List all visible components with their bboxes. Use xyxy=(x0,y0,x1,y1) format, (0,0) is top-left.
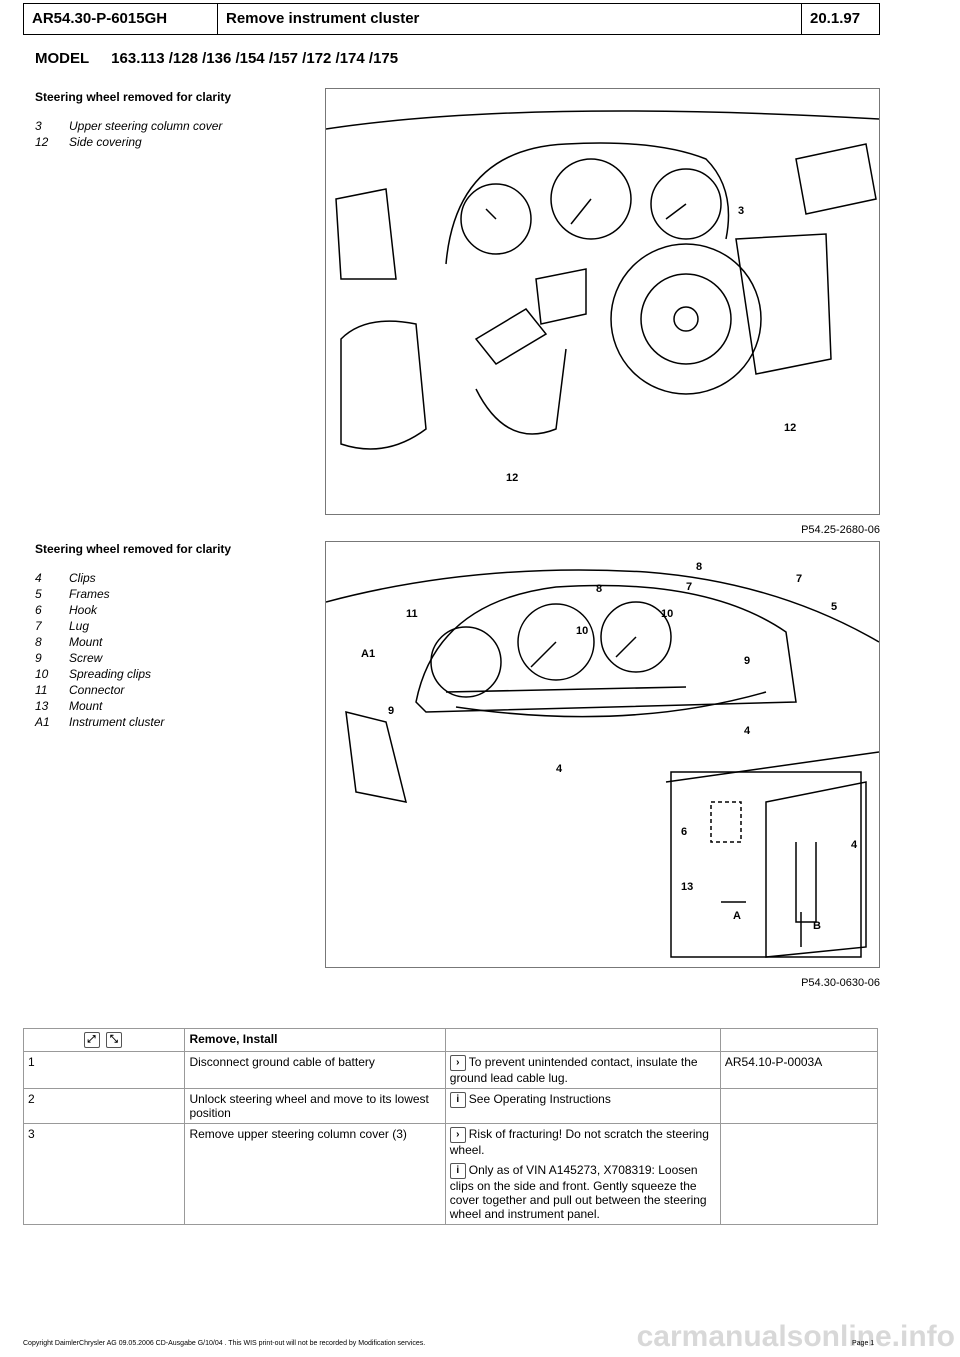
info-icon: i xyxy=(449,1092,466,1108)
callout-8: 8 xyxy=(596,583,602,595)
page-number: Page 1 xyxy=(852,1340,875,1347)
callout-5: 5 xyxy=(831,601,837,613)
expand-icon[interactable]: ⤢ xyxy=(83,1032,100,1048)
step-action: Remove upper steering column cover (3) xyxy=(184,1123,446,1225)
step-note: To prevent unintended contact, insulate … xyxy=(449,1055,698,1085)
figure1-illustration: 3 12 12 xyxy=(325,88,880,515)
doc-id: AR54.30-P-6015GH xyxy=(24,4,218,34)
step-number: 1 xyxy=(22,1051,186,1089)
callout-13: 13 xyxy=(681,881,693,893)
info-icon: i xyxy=(449,1163,466,1179)
procedure-table: ⤢ ⤡ Remove, Install 1 Disconnect ground … xyxy=(22,1028,879,1225)
table-row: 2 Unlock steering wheel and move to its … xyxy=(22,1088,879,1124)
callout-12: 12 xyxy=(506,472,518,484)
model-value: 163.113 /128 /136 /154 /157 /172 /174 /1… xyxy=(111,50,399,67)
callout-4: 4 xyxy=(851,839,858,851)
callout-9: 9 xyxy=(388,705,394,717)
callout-9: 9 xyxy=(744,655,750,667)
callout-12: 12 xyxy=(784,422,796,434)
step-note: See Operating Instructions xyxy=(468,1092,611,1107)
model-line: MODEL 163.113 /128 /136 /154 /157 /172 /1… xyxy=(35,50,398,67)
callout-4: 4 xyxy=(744,725,751,737)
step-number: 2 xyxy=(22,1088,186,1124)
step-note: Risk of fracturing! Do not scratch the s… xyxy=(449,1127,709,1157)
figure2-caption-title: Steering wheel removed for clarity xyxy=(35,542,232,556)
step-action: Unlock steering wheel and move to its lo… xyxy=(184,1088,446,1124)
callout-a: A xyxy=(733,910,741,922)
instrument-cluster-drawing: 8 8 7 7 5 11 10 10 A1 9 9 4 4 4 6 13 A B xyxy=(325,561,880,958)
doc-title: Remove instrument cluster xyxy=(218,4,802,34)
figure2-code: P54.30-0630-06 xyxy=(801,977,880,989)
table-header: Remove, Install xyxy=(184,1028,446,1052)
figure1-caption-title: Steering wheel removed for clarity xyxy=(35,90,232,104)
step-reference xyxy=(719,1123,879,1225)
model-label: MODEL xyxy=(35,50,90,67)
step-reference xyxy=(719,1088,879,1124)
copyright-footer: Copyright DaimlerChrysler AG 09.05.2006 … xyxy=(23,1340,426,1347)
figure1-code: P54.25-2680-06 xyxy=(801,524,880,536)
callout-10: 10 xyxy=(576,625,588,637)
figure2-illustration: 8 8 7 7 5 11 10 10 A1 9 9 4 4 4 6 13 A B xyxy=(325,541,880,968)
callout-6: 6 xyxy=(681,826,687,838)
collapse-icon[interactable]: ⤡ xyxy=(105,1032,122,1048)
callout-7: 7 xyxy=(686,581,692,593)
step-note-2: Only as of VIN A145273, X708319: Loosen … xyxy=(449,1163,707,1221)
table-header-row: ⤢ ⤡ Remove, Install xyxy=(22,1028,879,1052)
warning-note-icon: › xyxy=(449,1127,466,1143)
table-row: 1 Disconnect ground cable of battery ›To… xyxy=(22,1051,879,1089)
watermark: carmanualsonline.info xyxy=(636,1320,955,1353)
callout-8: 8 xyxy=(696,561,702,573)
warning-note-icon: › xyxy=(449,1055,466,1071)
callout-7: 7 xyxy=(796,573,802,585)
callout-4: 4 xyxy=(556,763,563,775)
callout-11: 11 xyxy=(406,608,418,620)
callout-a1: A1 xyxy=(361,648,375,660)
step-reference[interactable]: AR54.10-P-0003A xyxy=(719,1051,879,1089)
callout-b: B xyxy=(813,920,821,932)
step-action: Disconnect ground cable of battery xyxy=(184,1051,446,1089)
callout-10: 10 xyxy=(661,608,673,620)
doc-date: 20.1.97 xyxy=(810,10,861,27)
step-number: 3 xyxy=(22,1123,186,1225)
table-row: 3 Remove upper steering column cover (3)… xyxy=(22,1123,879,1225)
callout-3: 3 xyxy=(738,205,744,217)
document-header: AR54.30-P-6015GH Remove instrument clust… xyxy=(23,3,880,35)
dashboard-drawing: 3 12 12 xyxy=(325,110,880,484)
